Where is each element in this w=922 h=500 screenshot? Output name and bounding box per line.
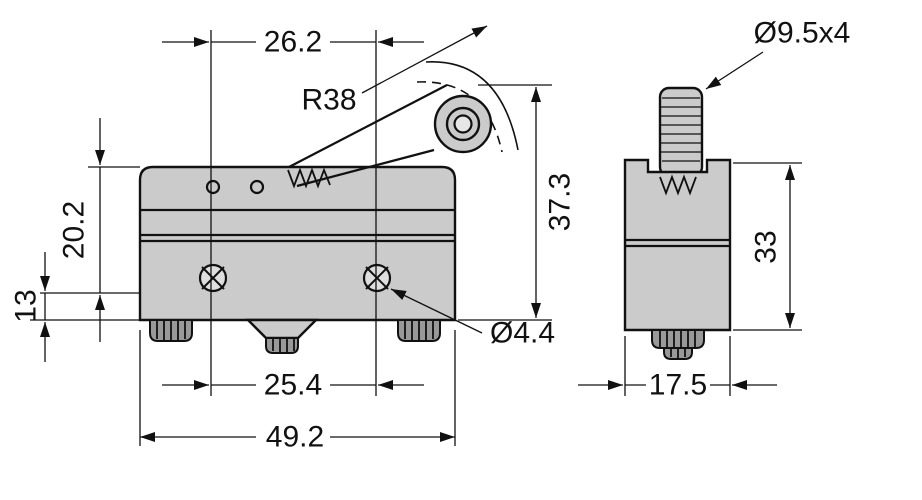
side-view bbox=[623, 86, 732, 360]
plunger bbox=[265, 337, 299, 354]
dim-49-2-label: 49.2 bbox=[266, 421, 324, 454]
side-spring bbox=[659, 174, 697, 196]
side-roller-knurl bbox=[661, 97, 701, 162]
leader-9-5x4 bbox=[705, 51, 764, 90]
swing-arc-dashed bbox=[416, 81, 503, 153]
roller-hub bbox=[453, 114, 473, 134]
dim-25-4-label: 25.4 bbox=[264, 369, 322, 402]
dim-17-5-label: 17.5 bbox=[649, 369, 707, 402]
dim-9-5x4-label: Ø9.5x4 bbox=[754, 17, 851, 50]
plunger-boss bbox=[245, 318, 319, 340]
dim-20-2-label: 20.2 bbox=[58, 201, 91, 259]
dim-13-label: 13 bbox=[10, 289, 43, 322]
mounting-hole-left-cross bbox=[201, 266, 225, 290]
terminal-right-hatch bbox=[404, 321, 434, 340]
swing-arc-solid bbox=[425, 61, 519, 151]
dim-26-2-label: 26.2 bbox=[264, 26, 322, 59]
dimensions: 26.2 R38 37.3 20.2 13 Ø4.4 25.4 49.2 Ø9.… bbox=[10, 17, 851, 454]
leader-4-4 bbox=[390, 288, 483, 334]
side-terminal-lower-hatch bbox=[670, 349, 686, 358]
side-terminal-upper-hatch bbox=[659, 331, 696, 347]
dim-37-3-label: 37.3 bbox=[544, 173, 577, 231]
lever-arm bbox=[296, 148, 435, 188]
terminal-left-hatch bbox=[156, 321, 186, 340]
pin-hole-right bbox=[249, 179, 265, 195]
mounting-hole-right-cross bbox=[365, 266, 389, 290]
lever-arm bbox=[288, 84, 448, 168]
side-roller bbox=[658, 86, 704, 178]
dim-33-label: 33 bbox=[750, 230, 783, 263]
lever-spring bbox=[287, 167, 331, 189]
leader-r38 bbox=[361, 25, 488, 94]
dim-4-4-label: Ø4.4 bbox=[490, 317, 555, 350]
pin-hole-left bbox=[205, 179, 221, 195]
dim-r38-label: R38 bbox=[301, 84, 356, 117]
side-terminal-upper bbox=[651, 329, 705, 349]
plunger-hatch bbox=[272, 339, 295, 352]
